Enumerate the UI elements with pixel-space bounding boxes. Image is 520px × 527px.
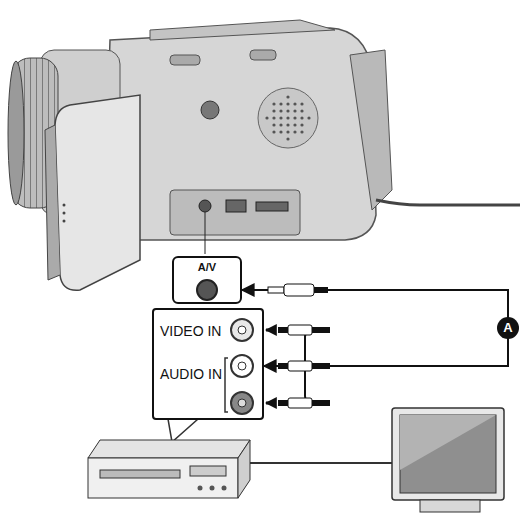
rca-plug — [278, 361, 330, 371]
speaker-holes — [265, 95, 310, 140]
audio-jack-core — [238, 362, 246, 370]
audio-jack-left — [231, 355, 253, 377]
vcr-side — [238, 440, 250, 498]
lcd-led — [63, 220, 66, 223]
camera-body — [104, 28, 376, 240]
callout-letter: A — [497, 317, 519, 339]
plug-arrow — [266, 402, 276, 405]
vcr-button — [198, 486, 203, 491]
port-label: A/V — [198, 261, 216, 273]
input-panel-ground — [152, 308, 264, 420]
tv-stand — [420, 500, 480, 512]
tv-frame — [392, 408, 504, 500]
button — [170, 55, 200, 65]
av-jack-small — [199, 200, 211, 212]
input-panel-box: VIDEO IN AUDIO IN — [152, 308, 264, 420]
lcd-led — [63, 204, 66, 207]
lcd-panel — [55, 95, 140, 290]
power-cable — [376, 200, 520, 205]
tv-screen-shade — [400, 415, 496, 470]
usb-port — [226, 200, 246, 212]
plug-arrow — [266, 329, 276, 332]
camera-grip — [350, 50, 392, 210]
vcr-button — [210, 486, 215, 491]
lcd-led — [63, 212, 66, 215]
jack-callout-ground — [172, 256, 242, 304]
av-plug — [268, 284, 328, 296]
lens-front — [8, 61, 24, 205]
audio-jack-right — [231, 392, 253, 414]
video-jack — [231, 319, 253, 341]
input-label: VIDEO IN — [160, 323, 221, 339]
terminal-panel — [170, 190, 300, 235]
card-slot — [256, 202, 288, 211]
callout-pointer — [168, 419, 198, 442]
vcr-display — [190, 466, 226, 476]
button — [250, 50, 276, 60]
vcr-tv-cable — [250, 462, 395, 464]
speaker-grille — [258, 88, 318, 148]
audio-jack-core — [238, 399, 246, 407]
tripod-hole — [201, 101, 219, 119]
video-jack-core — [238, 326, 246, 334]
lcd-edge — [45, 125, 60, 280]
tv-screen — [400, 415, 496, 493]
camera-top — [150, 20, 335, 40]
vcr-slot — [100, 470, 180, 478]
vcr-top — [88, 440, 250, 458]
leader-line — [205, 212, 206, 254]
vcr-front — [88, 458, 238, 498]
jack-callout-box: A/V — [172, 256, 242, 304]
vcr-button — [222, 486, 227, 491]
av-jack — [197, 280, 217, 300]
rca-plug — [278, 325, 330, 335]
audio-bracket — [225, 358, 228, 412]
rca-plug — [278, 398, 330, 408]
input-label: AUDIO IN — [160, 366, 222, 382]
av-cable — [242, 290, 508, 366]
